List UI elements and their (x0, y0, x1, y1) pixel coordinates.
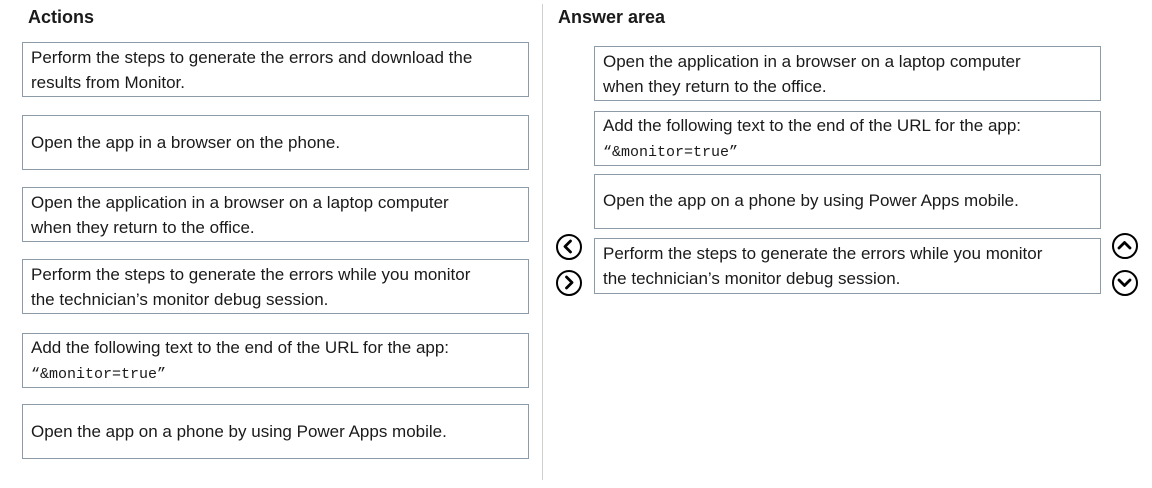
action-item-download-results[interactable]: Perform the steps to generate the errors… (22, 42, 529, 97)
answer-item-open-laptop-browser[interactable]: Open the application in a browser on a l… (594, 46, 1101, 101)
answer-item-add-url-text[interactable]: Add the following text to the end of the… (594, 111, 1101, 166)
move-right-button[interactable] (556, 270, 582, 296)
chevron-up-icon (1117, 241, 1132, 250)
answer-item-open-power-apps-mobile[interactable]: Open the app on a phone by using Power A… (594, 174, 1101, 229)
answer-item-text: Add the following text to the end of the… (603, 116, 1022, 161)
answer-item-monitor-debug-session[interactable]: Perform the steps to generate the errors… (594, 238, 1101, 294)
action-item-text: Open the app on a phone by using Power A… (31, 422, 447, 441)
action-item-monitor-debug-session[interactable]: Perform the steps to generate the errors… (22, 259, 529, 314)
answer-item-text: Open the app on a phone by using Power A… (603, 191, 1019, 210)
action-item-text: Perform the steps to generate the errors… (31, 47, 473, 92)
action-item-text: Open the application in a browser on a l… (31, 192, 449, 237)
move-up-button[interactable] (1112, 233, 1138, 259)
answer-item-text: Perform the steps to generate the errors… (603, 244, 1043, 288)
move-down-button[interactable] (1112, 270, 1138, 296)
action-item-add-url-text[interactable]: Add the following text to the end of the… (22, 333, 529, 388)
chevron-right-icon (565, 275, 574, 290)
move-left-button[interactable] (556, 234, 582, 260)
actions-heading: Actions (28, 7, 95, 27)
chevron-left-icon (563, 239, 572, 254)
action-item-open-laptop-browser[interactable]: Open the application in a browser on a l… (22, 187, 529, 242)
answer-area-heading: Answer area (558, 7, 666, 27)
column-divider (542, 4, 543, 480)
action-item-text: Open the app in a browser on the phone. (31, 133, 341, 152)
action-item-open-power-apps-mobile[interactable]: Open the app on a phone by using Power A… (22, 404, 529, 459)
action-item-open-phone-browser[interactable]: Open the app in a browser on the phone. (22, 115, 529, 170)
chevron-down-icon (1117, 278, 1132, 287)
action-item-text: Perform the steps to generate the errors… (31, 264, 471, 309)
action-item-text: Add the following text to the end of the… (31, 337, 450, 383)
answer-item-text: Open the application in a browser on a l… (603, 51, 1021, 96)
